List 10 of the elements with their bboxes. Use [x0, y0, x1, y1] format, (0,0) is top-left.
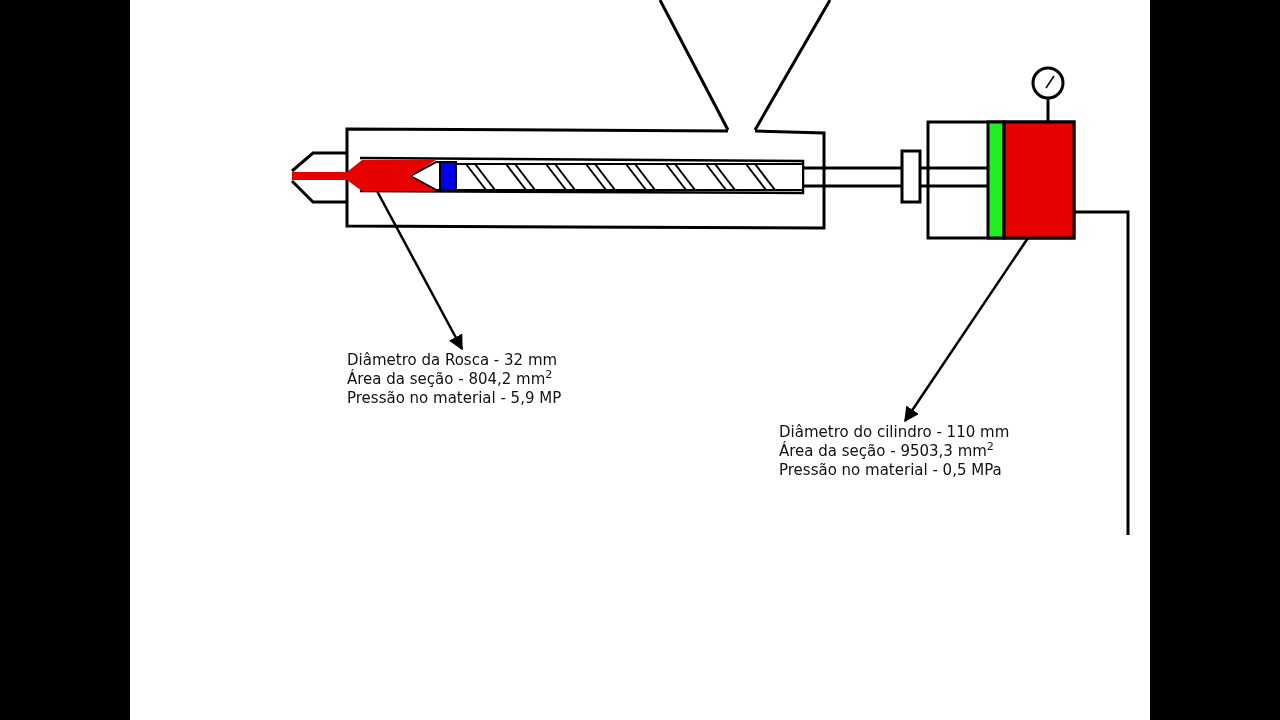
spec-line: Pressão no material - 5,9 MP: [347, 389, 562, 408]
molten-plastic: [292, 160, 436, 191]
spec-line: Área da seção - 804,2 mm$^{2}$: [347, 370, 554, 389]
leader-arrow: [375, 190, 464, 351]
spec-line: Diâmetro do cilindro - 110 mm: [779, 423, 1010, 441]
leader-arrow: [903, 237, 1030, 423]
hydraulic-chamber: [1002, 120, 1076, 240]
spec-line: Diâmetro da Rosca - 32 mm: [347, 351, 559, 369]
spec-line: Área da seção - 9503,3 mm$^{2}$: [779, 442, 996, 461]
spec-line: Pressão no material - 0,5 MPa: [779, 461, 1003, 480]
